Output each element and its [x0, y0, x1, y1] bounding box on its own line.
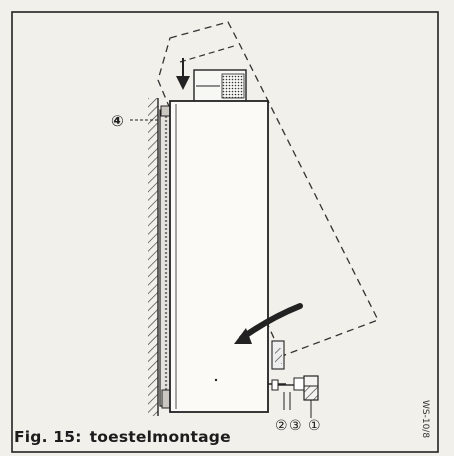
bottom-connections: [268, 340, 305, 410]
wall-rail: [159, 105, 173, 409]
caption-title: toestelmontage: [89, 428, 231, 446]
appliance-body: [169, 100, 269, 413]
caption-label: Fig. 15:: [14, 428, 82, 446]
callout-1: ①: [308, 418, 321, 434]
tilted-appliance-outline: [157, 21, 379, 357]
callout-3: ③: [289, 418, 302, 434]
figure-frame: [11, 11, 439, 453]
component-container: [303, 375, 319, 418]
down-arrow-icon: [176, 58, 190, 90]
rotation-arrow-icon: [234, 303, 303, 344]
body-mark: [214, 378, 218, 382]
figure-caption: Fig. 15: toestelmontage: [14, 428, 231, 446]
callout-2: ②: [275, 418, 288, 434]
top-connection-block: [193, 69, 247, 103]
document-code: WS-10/8: [420, 400, 430, 439]
callout-4: ④: [111, 112, 124, 130]
wall-hatching: [148, 98, 158, 416]
